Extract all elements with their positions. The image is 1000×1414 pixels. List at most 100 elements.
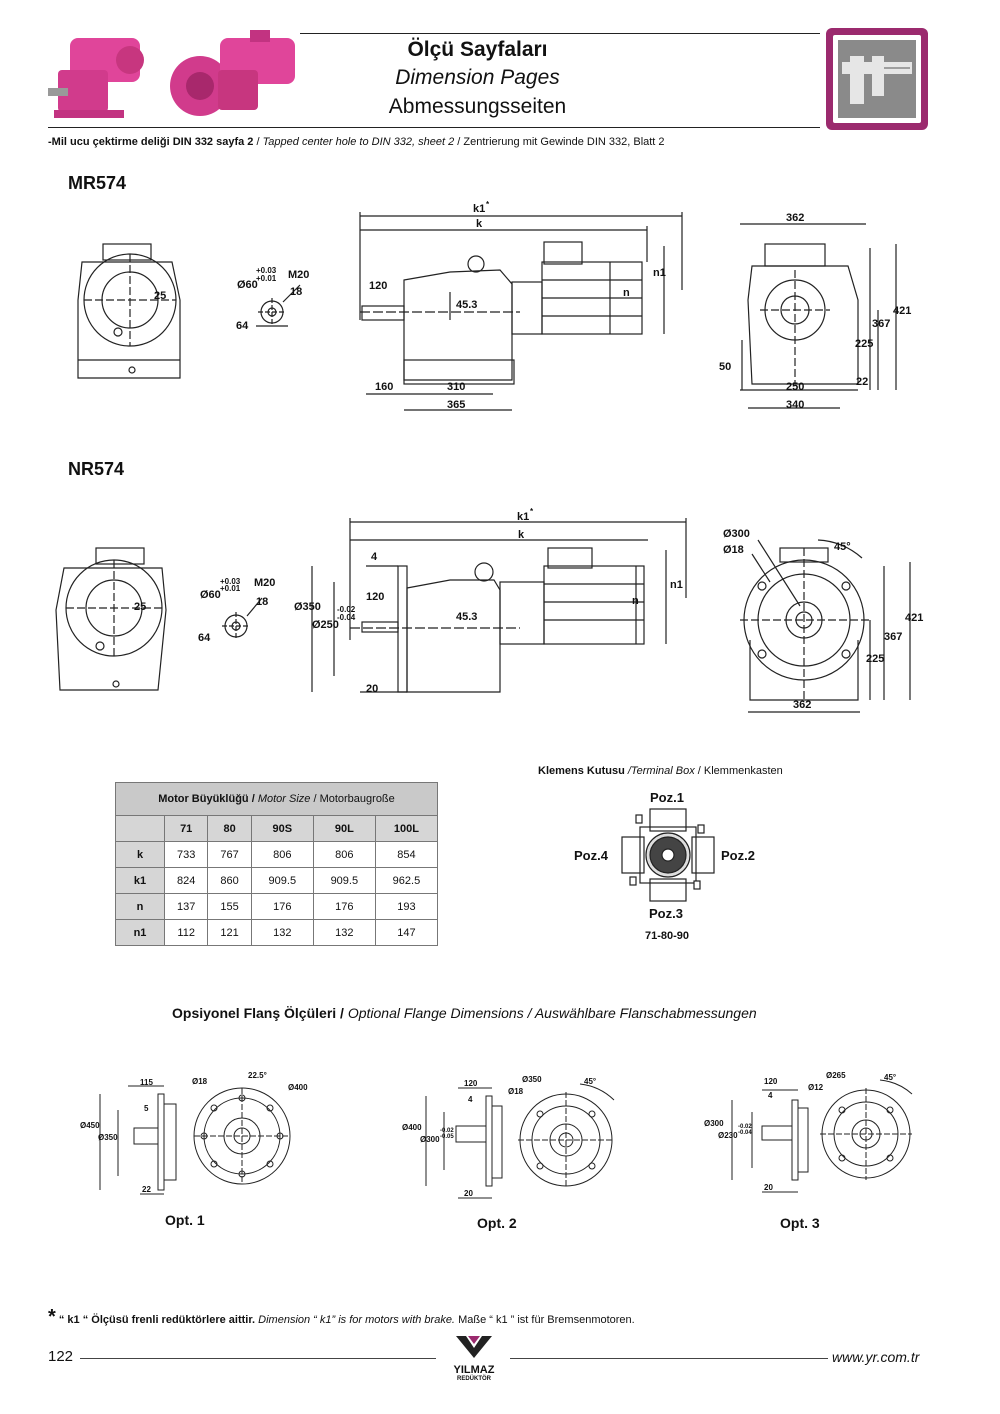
mr574-shaft-tol-dn: +0.01 [256,274,277,283]
opt2-ang: 45° [584,1077,596,1086]
opt3-d12: Ø12 [808,1083,824,1092]
nr574-end-view [740,539,911,713]
yilmaz-logo-mark [456,1336,492,1358]
motor-size-table: Motor Büyüklüğü / Motor Size / Motorbaug… [115,782,439,946]
nr574-end-h367: 367 [884,631,902,643]
opt1-label: Opt. 1 [165,1212,205,1228]
table-cell: 147 [374,919,439,946]
page-title-de: Abmessungsseiten [388,95,567,118]
mr574-end-w250: 250 [786,381,804,393]
mr574-shaft-m20: M20 [288,269,309,281]
table-cell: 121 [207,919,252,946]
table-caption-row: Motor Büyüklüğü / Motor Size / Motorbaug… [115,782,438,816]
nr574-drawings: 25 +0.03 +0.01 Ø60 M20 18 64 k1 * k 4 12… [55,507,923,713]
table-cell: 176 [250,893,314,920]
nr574-side-view [311,518,687,693]
mr574-side-star: * [486,200,490,209]
opt3-tol-a: -0.02 [738,1124,752,1130]
nr574-side-l20: 20 [366,683,378,695]
mr574-end-h421: 421 [893,305,911,317]
table-row: n 137 155 176 176 193 [115,893,439,920]
mr574-end-w340: 340 [786,399,804,411]
table-cell: 767 [207,841,252,868]
din-note-en: Tapped center hole to DIN 332, sheet 2 [262,136,455,148]
mr574-side-k1: k1 [473,203,485,215]
opt2-l120: 120 [464,1079,478,1088]
table-cell: 860 [207,867,252,894]
website-link[interactable]: www.yr.com.tr [832,1349,920,1365]
nr574-end-d18: Ø18 [723,544,744,556]
page-title-en: Dimension Pages [395,66,560,89]
table-cell: 193 [374,893,439,920]
table-row-label: k1 [115,867,165,894]
opt1-d450: Ø450 [80,1121,100,1130]
table-cell: 824 [163,867,209,894]
opt1-l22: 22 [142,1185,151,1194]
table-cell: 155 [207,893,252,920]
terminal-box-poz4: Poz.4 [574,848,608,863]
table-cell: 909.5 [312,867,376,894]
table-caption-de: / Motorbaugroße [313,793,395,805]
mr574-end-h50: 50 [719,361,731,373]
mr574-end-w22: 22 [856,376,868,388]
table-cell: 806 [312,841,376,868]
nr574-side-k: k [518,529,525,541]
table-col-header: 71 [163,815,209,842]
mr574-model-label: MR574 [68,173,127,193]
mr574-front-view [77,243,181,379]
nr574-shaft-end [222,597,263,640]
table-cell: 733 [163,841,209,868]
nr574-side-n: n [632,595,639,607]
mr574-side-k: k [476,218,483,230]
opt3-flange-face [820,1079,913,1180]
mr574-shaft-d60: Ø60 [237,279,258,291]
nr574-side-tol-b: -0.04 [337,613,356,622]
opt3-l120: 120 [764,1077,778,1086]
mr574-end-w362: 362 [786,212,804,224]
nr574-shaft-tol-up: +0.03 [220,577,241,586]
mr574-side-view [359,212,683,411]
terminal-box-sizes: 71-80-90 [645,930,690,942]
opt2-l4: 4 [468,1095,473,1104]
table-header-row: 71 80 90S 90L 100L [115,815,439,842]
table-row: k1 824 860 909.5 909.5 962.5 [115,867,439,894]
nr574-end-h421: 421 [905,612,923,624]
opt2-flange-face [518,1083,615,1188]
terminal-box-poz2: Poz.2 [721,848,755,863]
opt1-l5: 5 [144,1104,149,1113]
caliper-icon [824,26,930,132]
nr574-end-w362: 362 [793,699,811,711]
footnote-star: * [48,1306,56,1328]
nr574-side-d350: Ø350 [294,601,321,613]
table-cell: 132 [250,919,314,946]
product-photo-1 [40,30,160,122]
nr574-end-d300: Ø300 [723,528,750,540]
opt2-tol-a: -0.02 [440,1128,454,1134]
opt2-d350: Ø350 [522,1075,542,1084]
footnote-en: Dimension “ k1” is for motors with brake… [258,1314,455,1326]
footnote-de: Maße “ k1 ” ist für Bremsenmotoren. [458,1314,635,1326]
nr574-side-d250: Ø250 [312,619,339,631]
opt3-side-drawing [731,1089,809,1193]
table-row-label: n1 [115,919,165,946]
mr574-shaft-l64: 64 [236,320,249,332]
din-note-sep2: / [454,136,464,148]
table-row: n1 112 121 132 132 147 [115,919,439,946]
opt2-l20: 20 [464,1189,473,1198]
table-caption: Motor Büyüklüğü / Motor Size / Motorbaug… [115,782,438,816]
terminal-box-title: Klemens Kutusu /Terminal Box / Klemmenka… [538,765,783,777]
flange-title-en: Optional Flange Dimensions / Auswählbare… [347,1005,757,1021]
table-row-label: k [115,841,165,868]
nr574-shaft-l64: 64 [198,632,211,644]
nr574-side-k1: k1 [517,511,529,523]
opt3-d300: Ø300 [704,1119,724,1128]
mr574-side-l160: 160 [375,381,393,393]
nr574-side-tol-a: -0.02 [337,605,356,614]
table-col-header: 90S [250,815,314,842]
mr574-end-h367: 367 [872,318,890,330]
opt2-d400: Ø400 [402,1123,422,1132]
nr574-side-l4: 4 [371,551,378,563]
table-row-label: n [115,893,165,920]
nr574-front-view [55,547,167,691]
table-row: k 733 767 806 806 854 [115,841,439,868]
